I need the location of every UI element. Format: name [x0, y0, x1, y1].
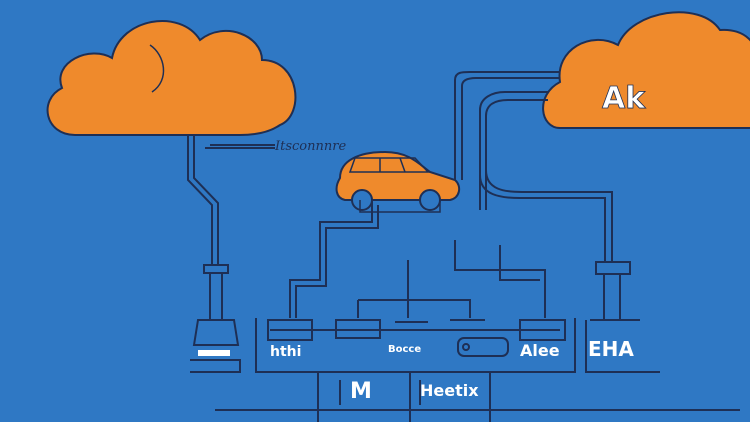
left-stand-icon [190, 264, 241, 373]
right-pipes [454, 71, 613, 262]
node-label-4: EHA [588, 337, 634, 361]
node-label-2: Bocce [388, 344, 421, 355]
right-stand-icon [590, 261, 640, 321]
left-cable [187, 135, 275, 265]
left-cloud-icon [46, 20, 297, 136]
node-label-3: Alee [520, 341, 560, 360]
right-cloud-icon [542, 11, 750, 129]
right-cloud-label: Ak [602, 81, 646, 116]
lower-label-2: Heetix [420, 381, 479, 400]
distribution-network [215, 200, 740, 422]
node-label-1: hthi [270, 344, 301, 360]
car-icon [335, 150, 461, 213]
lower-label-1: M [350, 379, 372, 404]
connector-label: Itsconnnre [274, 139, 346, 154]
